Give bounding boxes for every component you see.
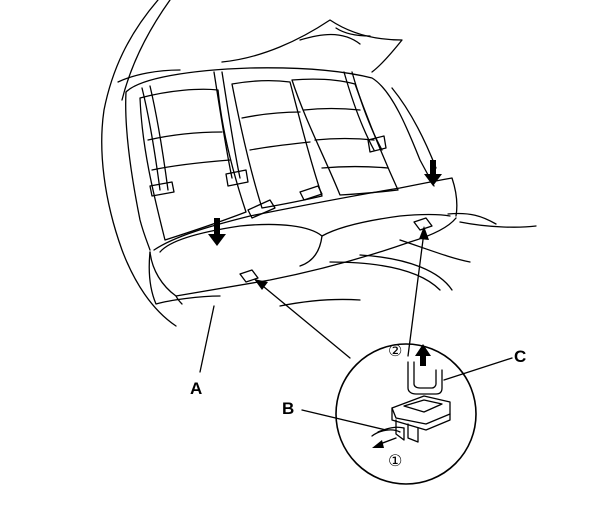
down-arrow-icon: [424, 160, 442, 186]
step-one-label: ①: [388, 451, 402, 470]
callout-leaders: [199, 305, 513, 431]
pull-arrow-icon: [372, 440, 384, 448]
seat-belts: [141, 71, 387, 219]
leader-arrows: [254, 226, 429, 359]
leader-arrowhead-icon: [254, 279, 268, 290]
down-arrow-icon: [208, 218, 226, 246]
up-arrow-icon: [415, 344, 431, 366]
callout-b: B: [282, 399, 294, 418]
push-down-arrows: [208, 160, 442, 246]
step-two-label: ②: [388, 341, 402, 360]
retaining-clip: [407, 361, 443, 395]
seat-hook-bracket: [391, 395, 451, 425]
callout-a: A: [190, 379, 202, 398]
detail-circle: [335, 343, 477, 485]
seat-back: [125, 67, 435, 251]
seat-cushion: [148, 177, 458, 305]
leader-arrowhead-icon: [419, 226, 429, 240]
vehicle-body-outline: [101, 0, 537, 327]
callout-c: C: [514, 347, 526, 366]
